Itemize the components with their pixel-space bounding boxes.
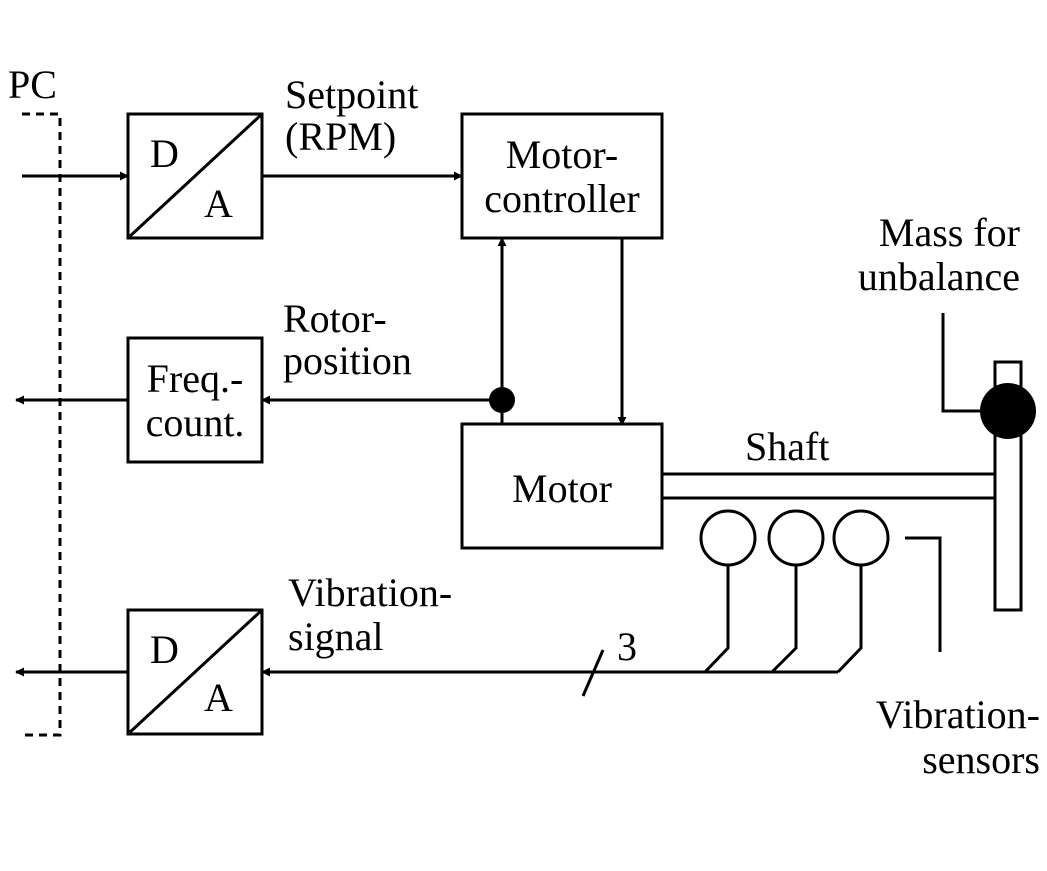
dac-bottom-d-letter: D [150,627,179,672]
freq-counter-label-line1: Freq.- [147,356,244,401]
motor-label: Motor [512,466,612,511]
mass-label: Mass for [879,210,1020,255]
unbalance-mass [980,383,1036,439]
vibration-sensor [832,509,890,674]
setpoint-unit-label: (RPM) [285,114,396,159]
vibration-signal-label: Vibration- [288,570,452,615]
dac-bottom-block [126,608,264,736]
bus-slash [581,649,605,697]
freq-counter-block [126,336,264,464]
vibration-sensor [767,509,825,674]
shaft-label: Shaft [745,424,829,469]
rotor-position-label-line2: position [283,338,412,383]
freq-counter-label-line2: count. [146,400,245,445]
shaft [662,472,995,500]
motor-block [460,422,664,550]
dac-top-block [126,112,264,240]
dac-top-d-letter: D [150,131,179,176]
setpoint-label: Setpoint [285,72,418,117]
pc-label: PC [8,62,57,107]
sensor-leader-line [905,536,942,652]
vibration-sensors-label-line2: sensors [922,737,1040,782]
vibration-sensor [699,509,757,674]
mass-label-line2: unbalance [858,254,1020,299]
bus-count-label: 3 [617,624,637,669]
dac-top-a-letter: A [204,181,233,226]
pc-boundary [22,112,62,737]
dac-bottom-a-letter: A [204,675,233,720]
vibration-sensors-label: Vibration- [876,692,1040,737]
motor-controller-block [460,112,664,240]
motor-controller-label-line1: Motor- [506,132,619,177]
rotor-position-label: Rotor- [283,296,387,341]
mass-leader-line [941,313,980,413]
vibration-signal-label-line2: signal [288,614,384,659]
motor-controller-label-line2: controller [484,176,640,221]
